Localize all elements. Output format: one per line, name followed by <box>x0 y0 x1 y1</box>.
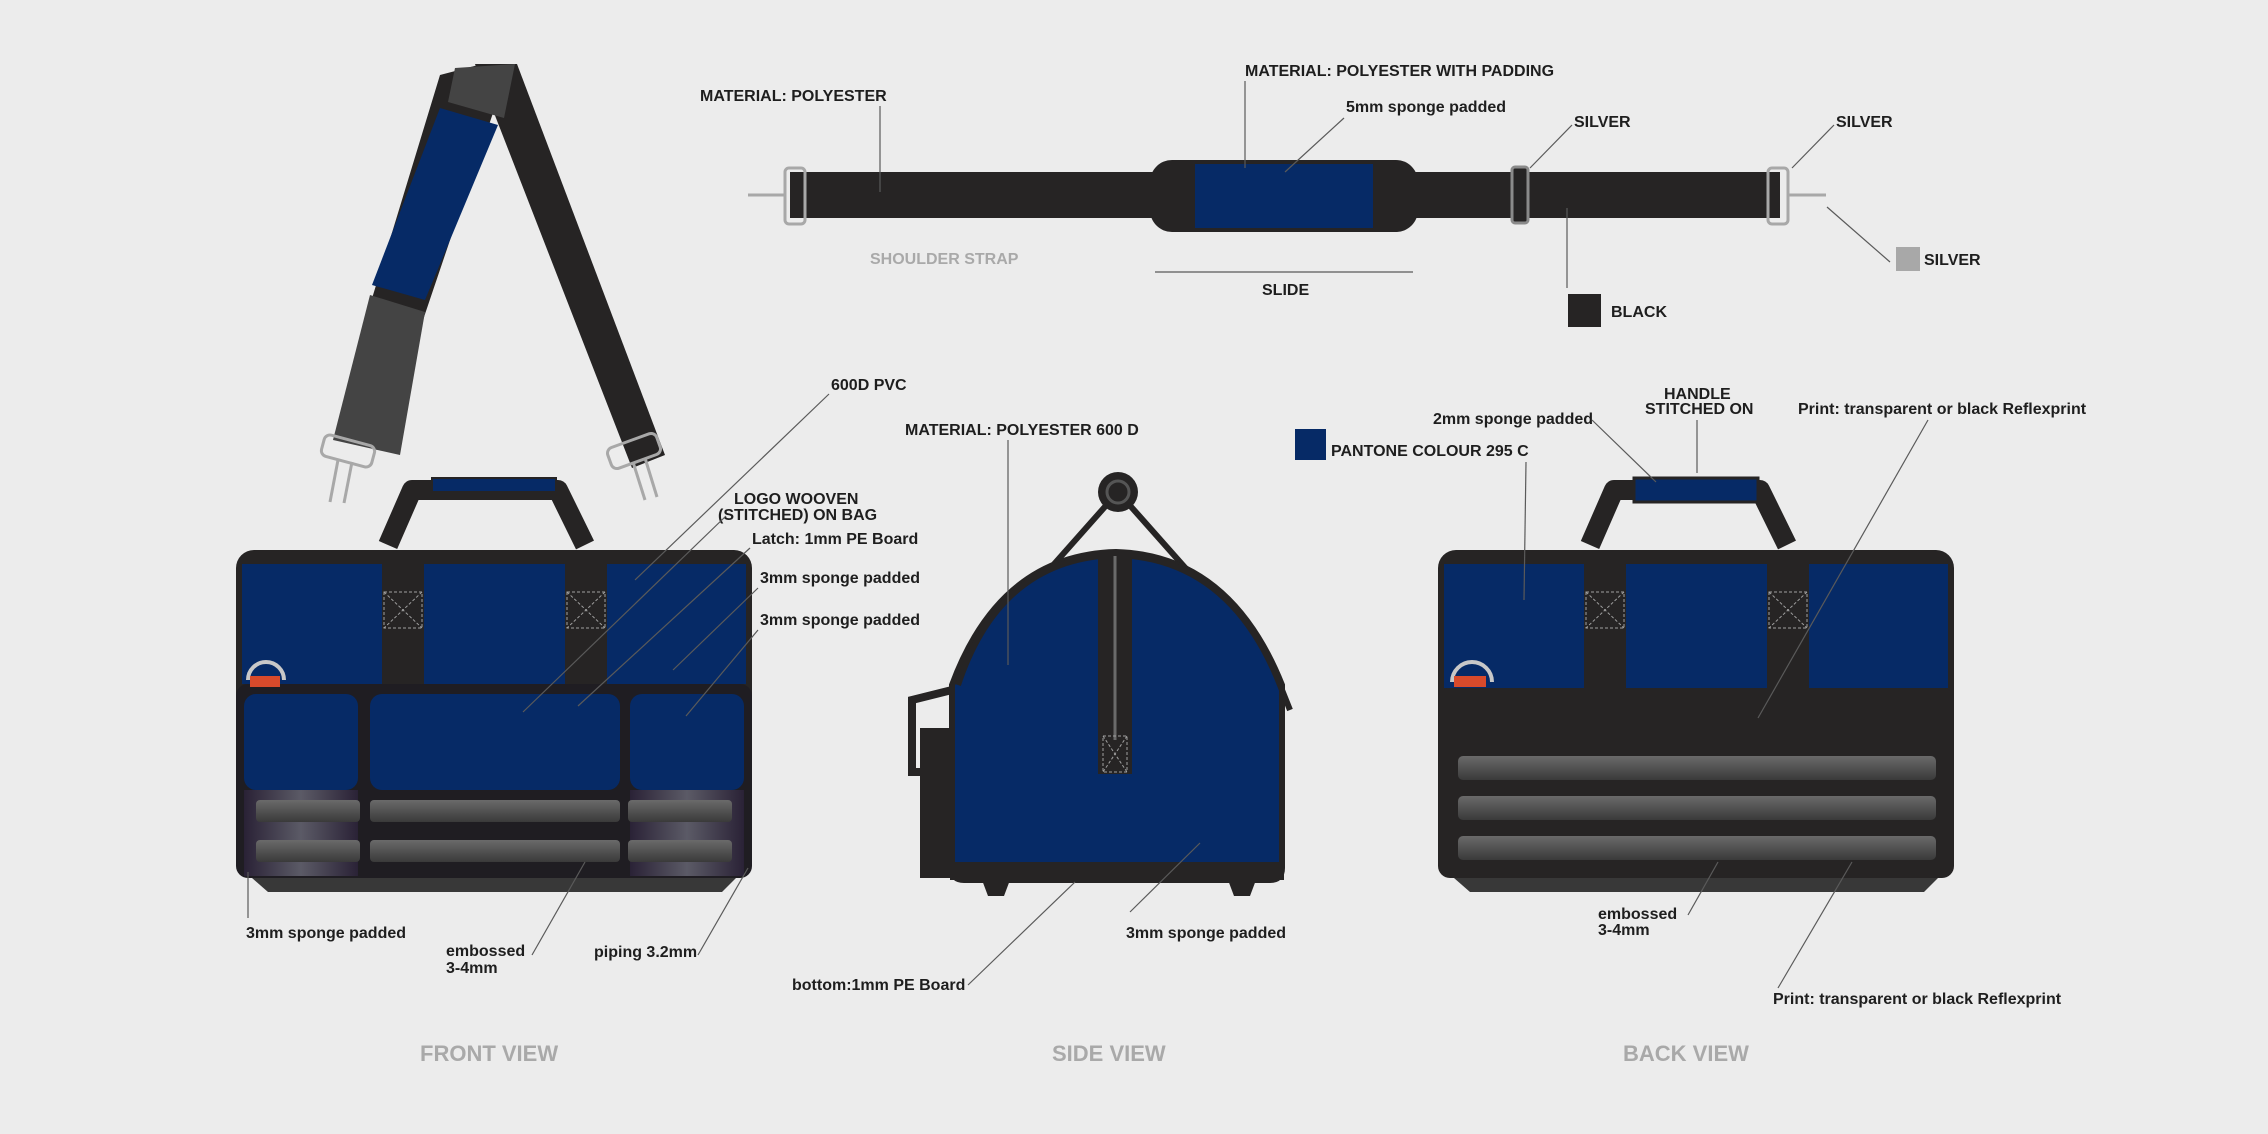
strap-sponge-label: 5mm sponge padded <box>1346 99 1506 116</box>
strap-silver-slide-label: SILVER <box>1574 114 1631 131</box>
pantone-swatch <box>1295 429 1326 460</box>
back-sponge-label: 2mm sponge padded <box>1433 411 1593 428</box>
back-print-bottom-label: Print: transparent or black Reflexprint <box>1773 991 2062 1008</box>
front-latch-label: Latch: 1mm PE Board <box>752 531 918 548</box>
front-embossed-line2: 3-4mm <box>446 960 498 977</box>
slide-label: SLIDE <box>1262 282 1309 299</box>
strap-v-illustration <box>319 64 665 504</box>
back-view-title: BACK VIEW <box>1623 1041 1749 1066</box>
silver-swatch <box>1896 247 1920 271</box>
side-view-bag <box>908 472 1293 896</box>
strap-material-padding-label: MATERIAL: POLYESTER WITH PADDING <box>1245 63 1554 80</box>
side-material-label: MATERIAL: POLYESTER 600 D <box>905 422 1139 439</box>
front-sponge-b-label: 3mm sponge padded <box>760 612 920 629</box>
back-embossed-line1: embossed <box>1598 906 1677 923</box>
front-view-bag <box>236 477 752 892</box>
front-piping-label: piping 3.2mm <box>594 944 697 961</box>
back-embossed-line2: 3-4mm <box>1598 922 1650 939</box>
side-sponge-label: 3mm sponge padded <box>1126 925 1286 942</box>
strap-silver-hook-label: SILVER <box>1836 114 1893 131</box>
side-view-title: SIDE VIEW <box>1052 1041 1166 1066</box>
back-handle-label-line2: STITCHED ON <box>1645 401 1753 418</box>
front-logo-label-line2: (STITCHED) ON BAG <box>718 507 877 524</box>
silver-swatch-label: SILVER <box>1924 252 1981 269</box>
strap-straight-illustration <box>748 160 1826 232</box>
back-print-top-label: Print: transparent or black Reflexprint <box>1798 401 2087 418</box>
front-pvc-label: 600D PVC <box>831 377 907 394</box>
back-handle-label-line1: HANDLE <box>1664 386 1731 403</box>
strap-material-label: MATERIAL: POLYESTER <box>700 88 887 105</box>
front-logo-label-line1: LOGO WOOVEN <box>734 491 858 508</box>
shoulder-strap-caption: SHOULDER STRAP <box>870 251 1019 268</box>
front-embossed-line1: embossed <box>446 943 525 960</box>
back-pantone-label: PANTONE COLOUR 295 C <box>1331 443 1529 460</box>
front-sponge-bottom-label: 3mm sponge padded <box>246 925 406 942</box>
black-swatch-label: BLACK <box>1611 304 1667 321</box>
front-sponge-a-label: 3mm sponge padded <box>760 570 920 587</box>
front-view-title: FRONT VIEW <box>420 1041 558 1066</box>
black-swatch <box>1568 294 1601 327</box>
back-view-bag <box>1438 476 1954 892</box>
side-bottom-label: bottom:1mm PE Board <box>792 977 965 994</box>
